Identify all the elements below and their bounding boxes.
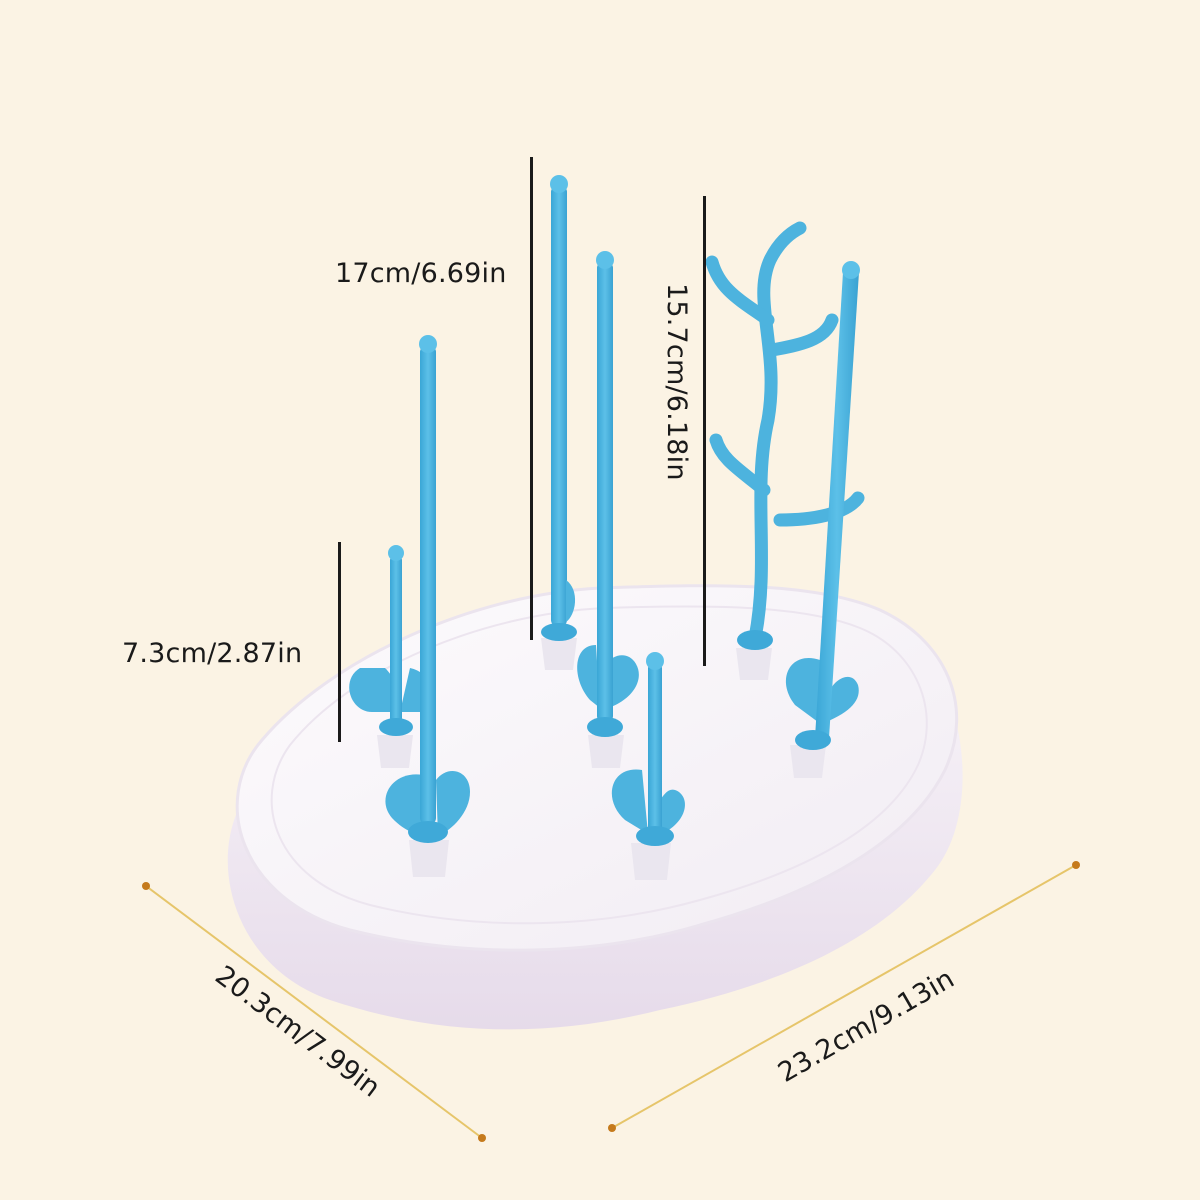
tall-peg-height-label: 17cm/6.69in [335, 258, 507, 289]
short-front-peg [611, 652, 685, 846]
depth-guide-line [142, 882, 486, 1142]
tree-hook-peg [705, 221, 865, 645]
tall-peg-dimension-line [530, 157, 533, 640]
right-heart-peg [785, 261, 860, 750]
short-peg-height-label: 7.3cm/2.87in [122, 638, 303, 669]
tree-peg-dimension-line [703, 196, 706, 666]
center-heart-peg [577, 251, 639, 737]
tallest-peg [541, 175, 577, 641]
width-guide-line [608, 861, 1080, 1132]
tall-heart-peg [385, 335, 470, 843]
tree-peg-height-label: 15.7cm/6.18in [661, 283, 692, 481]
short-peg-dimension-line [338, 542, 341, 742]
peg-sockets [377, 638, 826, 880]
